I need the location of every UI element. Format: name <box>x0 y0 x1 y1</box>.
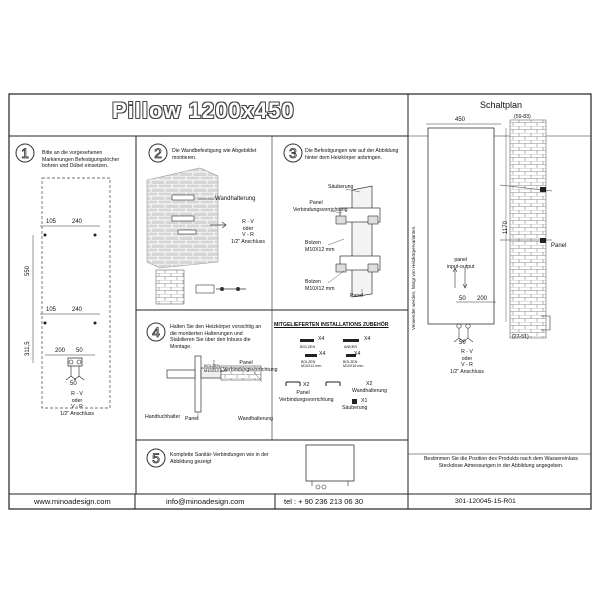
plan-panel-label: Panel <box>551 243 567 249</box>
dim-240-bottom: 240 <box>72 307 83 313</box>
accessory-qty-5: X2 <box>303 382 310 388</box>
accessory-anchor: ANKER <box>344 345 358 349</box>
step-3-panel-connector-label: Panel Verbindungsvorrichtung <box>293 200 348 213</box>
dim-50: 50 <box>76 348 83 354</box>
step-4-towel-holder-label: Handtuchhalter <box>145 414 181 420</box>
accessory-qty-6: X2 <box>366 381 373 387</box>
dim-240-top: 240 <box>72 219 83 225</box>
accessory-qty-7: X1 <box>361 398 368 404</box>
accessory-qty-1: X4 <box>318 336 325 342</box>
dim-311-5: 311,5 <box>25 341 31 356</box>
footer-document-code: 301-120045-15-R01 <box>455 498 516 505</box>
step-3-panel-label: Panel <box>350 293 364 299</box>
plan-dim-50-connector: 50 <box>459 340 466 346</box>
footer-phone: tel : + 90 236 213 06 30 <box>284 497 364 506</box>
accessory-bolt: BOLZEN <box>300 345 316 349</box>
step-2-number-icon: 2 <box>148 143 168 163</box>
step-1-connection-label: R - V oder V - R 1/2" Anschluss <box>60 391 94 417</box>
step-1-number-icon: 1 <box>15 143 35 163</box>
accessory-qty-3: X4 <box>319 351 326 357</box>
step-3-text: Die Befestigungen wie auf der Abbildung … <box>305 148 399 161</box>
step-4-bolt-label: BOLZEN M10X12 mm <box>204 363 227 373</box>
step-2-connection-label: R - V oder V - R 1/2" Anschluss <box>231 219 265 245</box>
plan-dim-200: 200 <box>477 296 488 302</box>
dim-105-bottom: 105 <box>46 307 57 313</box>
step-5-text: Komplette Sanitär-Verbindungen wie in de… <box>170 452 269 465</box>
svg-text:5: 5 <box>152 450 160 466</box>
accessory-qty-4: X4 <box>354 351 361 357</box>
step-4-panel-connector-label: Panel Verbindungsvorrichtung <box>223 360 278 373</box>
plan-dim-50: 50 <box>459 296 466 302</box>
step-1-text: Bitte an die vorgesehenen Markierungen B… <box>42 150 120 170</box>
wiring-plan-heading: Schaltplan <box>480 100 523 110</box>
page-title: Pillow 1200x450 <box>112 98 295 123</box>
step-3-number-icon: 3 <box>283 143 303 163</box>
accessory-cleaning: Säuberung <box>342 405 368 411</box>
accessory-wall-bracket: Wandhalterung <box>352 388 387 394</box>
plan-width-450: 450 <box>455 117 466 123</box>
svg-text:2: 2 <box>154 145 162 161</box>
svg-text:1: 1 <box>21 145 29 161</box>
step-4-wall-bracket-label: Wandhalterung <box>238 416 273 422</box>
step-3-bolt-label-2: Bolzen M10X12 mm <box>305 279 335 292</box>
accessory-bolt-m10x16: BOLZEN M10X16 mm <box>343 360 364 368</box>
plan-range-59-83: (59-83) <box>514 114 531 120</box>
svg-text:4: 4 <box>152 324 160 340</box>
accessory-panel-connector: Panel Verbindungsvorrichtung <box>279 390 334 403</box>
step-5-number-icon: 5 <box>146 448 166 468</box>
footer-email[interactable]: info@minoadesign.com <box>166 497 245 506</box>
accessory-bolt-m10x12: BOLZEN M10X12 mm <box>301 360 322 368</box>
plan-position-note: Bestimmen Sie die Position des Produkts … <box>423 456 579 469</box>
step-2-text: Die Wandbefestigung wie Abgebildet monti… <box>172 148 257 161</box>
plan-side-note: Verwendet werden, hängt von Heizkörperva… <box>411 225 416 330</box>
step-2-wall-bracket-label: Wandhalterung <box>215 196 256 202</box>
plan-height-1170: 1170 <box>503 221 509 234</box>
dim-105-top: 105 <box>46 219 57 225</box>
step-4-text: Halten Sie den Heizkörper vorsichtig an … <box>170 324 262 350</box>
svg-text:3: 3 <box>289 145 297 161</box>
plan-input-output-label: panel input-output <box>447 257 475 270</box>
plan-connection-label: R - V oder V - R 1/2" Anschluss <box>450 349 484 375</box>
step-4-panel-label: Panel <box>185 416 199 422</box>
dim-50-connector: 50 <box>70 381 77 387</box>
accessories-heading: MITGELIEFERTEN INSTALLATIONS ZUBEHÖR <box>274 322 389 328</box>
footer-website[interactable]: www.minoadesign.com <box>34 497 111 506</box>
plan-range-27-51: (27-51) <box>512 334 529 340</box>
step-3-cleaning-label: Säuberung <box>328 184 354 190</box>
dim-200: 200 <box>55 348 66 354</box>
dim-550: 550 <box>25 265 31 276</box>
step-4-number-icon: 4 <box>146 322 166 342</box>
step-3-bolt-label-1: Bolzen M10X12 mm <box>305 240 335 253</box>
accessory-qty-2: X4 <box>364 336 371 342</box>
